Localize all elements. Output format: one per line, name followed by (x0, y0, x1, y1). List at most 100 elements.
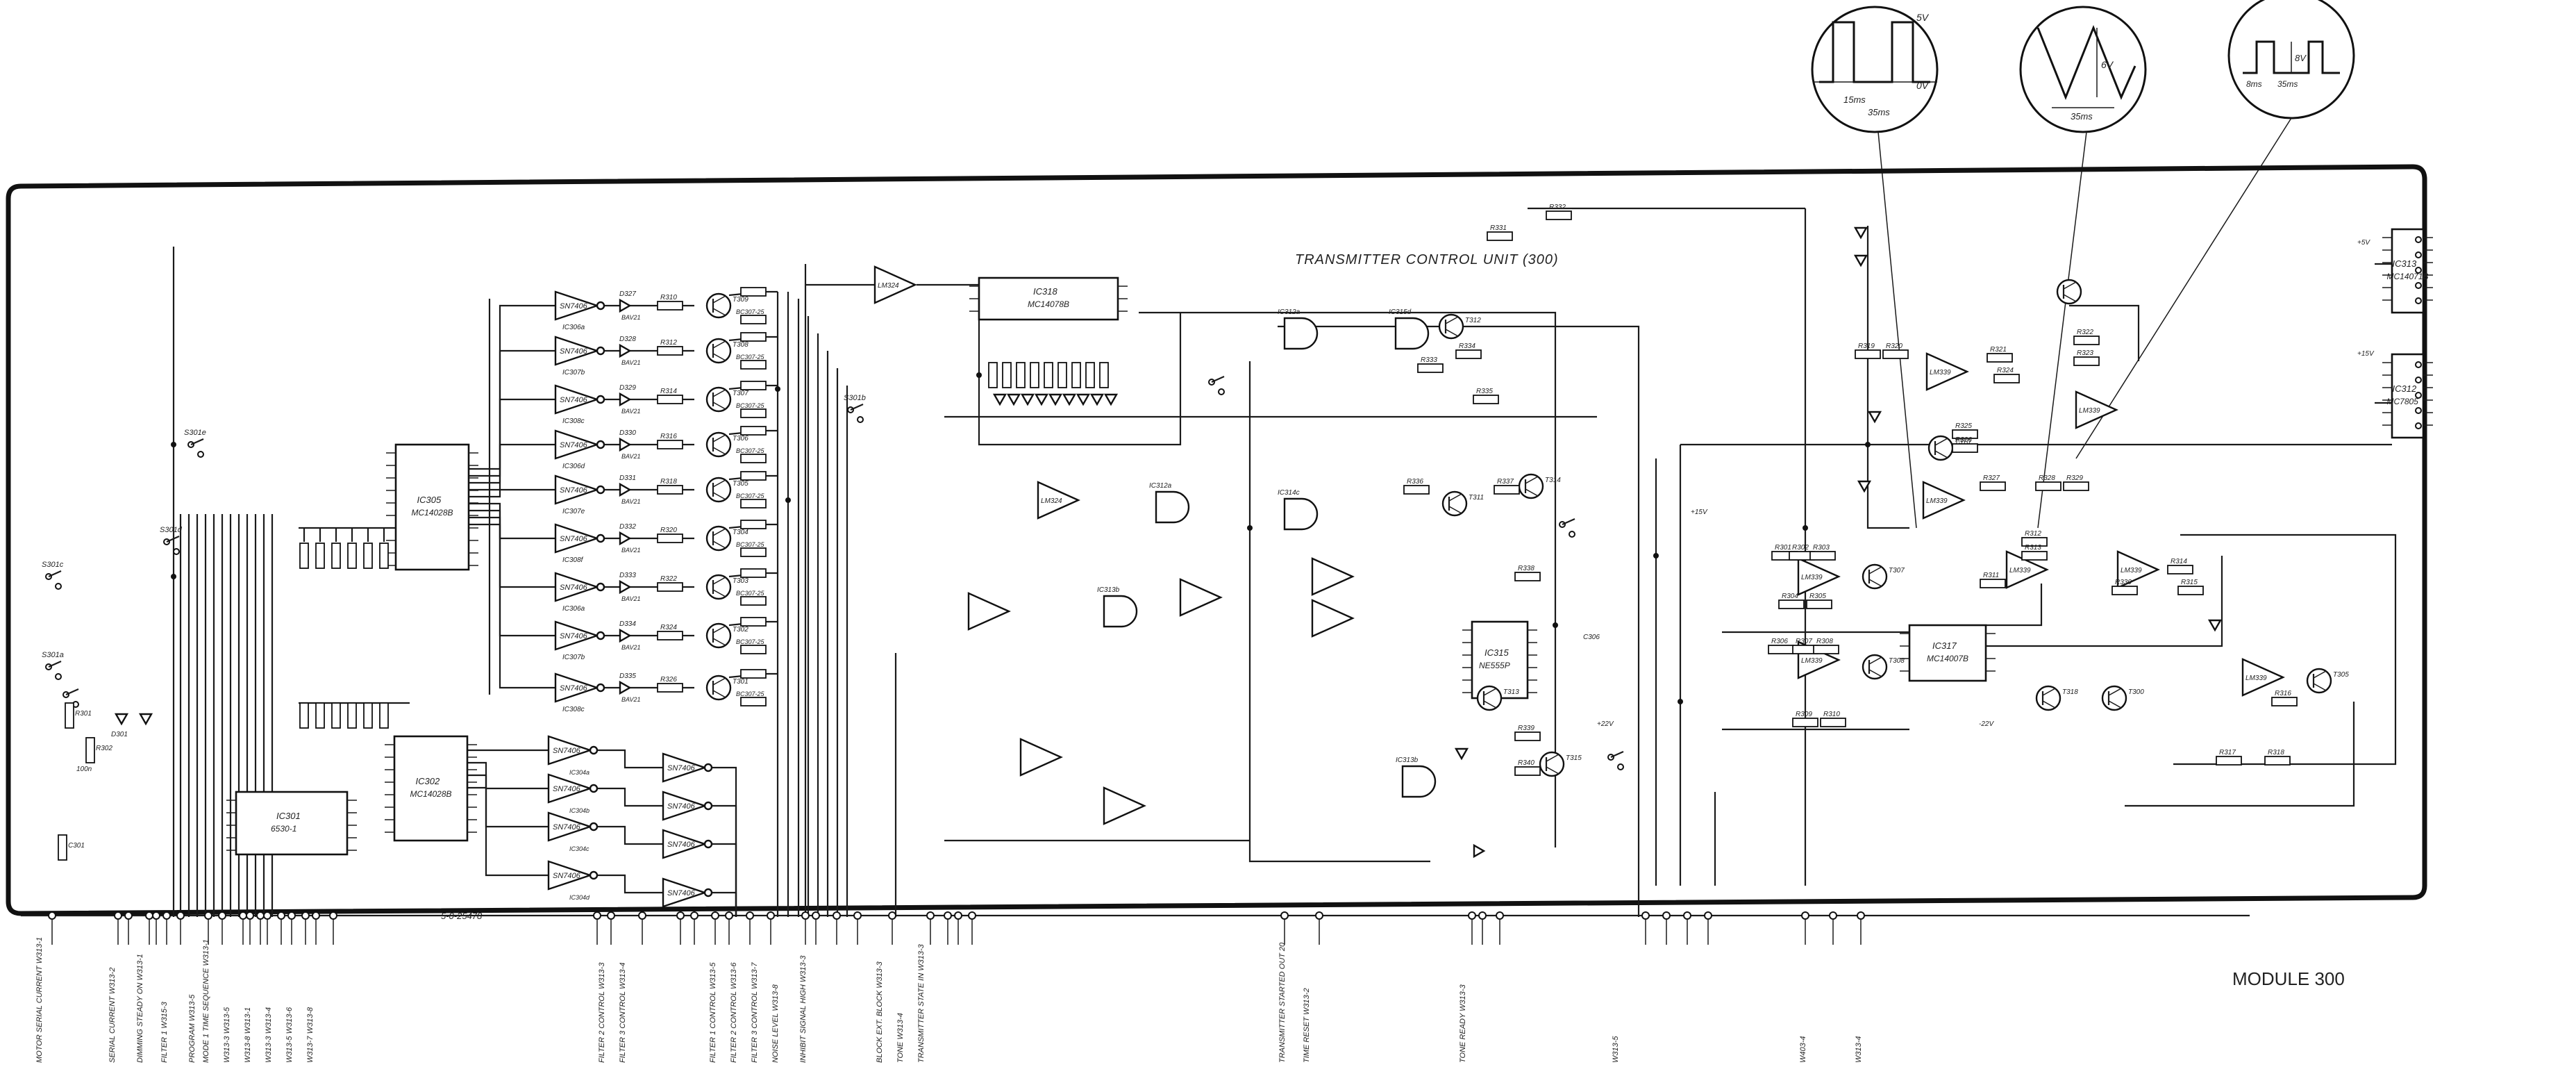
buffer-label: SN7406 (667, 802, 696, 811)
resistor (1417, 363, 1444, 373)
buffer-label: SN7406 (553, 823, 581, 832)
transistor-emitter (1445, 329, 1459, 337)
resistor-label: R334 (1459, 342, 1475, 350)
bus-pin (725, 911, 733, 920)
transistor-label: T309 (733, 296, 748, 304)
buffer-gate (547, 860, 593, 891)
buffer-gate (547, 773, 593, 804)
decoder-output (469, 398, 555, 484)
bus-pin (746, 911, 754, 920)
resistor (740, 617, 767, 627)
scope-square-wave: 5V 0V 15ms 35ms (1811, 6, 1939, 133)
wire (708, 804, 737, 917)
resistor (657, 485, 683, 495)
bus-pin (926, 911, 935, 920)
transistor-body (1441, 490, 1468, 517)
resistor-label: R320 (660, 527, 677, 534)
diode-part-label: BAV21 (621, 547, 641, 554)
bus-pin (1662, 911, 1671, 920)
transistor-emitter (1483, 700, 1497, 709)
bus-pin (767, 911, 775, 920)
resistor (1806, 599, 1832, 609)
wire (594, 787, 663, 807)
bus-pin (1280, 911, 1289, 920)
buffer-bubble (703, 801, 713, 811)
transistor-body (705, 574, 732, 600)
bottom-label: FILTER 1 CONTROL W313-5 (709, 962, 717, 1063)
resistor (657, 631, 683, 640)
scope-square-vlow: 0V (1916, 80, 1930, 91)
ic305-name: IC305 (417, 495, 442, 505)
switch-lever (1610, 750, 1624, 759)
transistor-collector (2042, 688, 2056, 696)
diode (619, 437, 632, 452)
resistor (331, 702, 341, 729)
bus-pin (263, 911, 271, 920)
diode (1857, 480, 1872, 493)
bus-pin (145, 911, 153, 920)
ic317-part: MC14007B (1927, 654, 1968, 663)
transistor-part: BC307-25 (736, 690, 765, 697)
decoder-output (469, 516, 555, 637)
scope-probe-line-3 (2075, 117, 2292, 459)
resistor (740, 315, 767, 324)
switch-contact (55, 673, 62, 680)
ic301-body (235, 791, 349, 856)
switch-label: S301c (42, 561, 64, 569)
resistor (2271, 697, 2298, 706)
bus-pin (676, 911, 685, 920)
resistor-label: R332 (1549, 204, 1566, 211)
resistor-label: R312 (660, 339, 677, 347)
resistor (2177, 586, 2204, 595)
switch-contact (1218, 388, 1225, 395)
junction-dot (1803, 525, 1808, 531)
right-connector-pin (2415, 251, 2422, 258)
buffer-bubble (596, 582, 605, 592)
switch-label: S301e (184, 429, 206, 437)
transistor-label: T300 (2128, 688, 2144, 696)
resistor (1099, 362, 1109, 388)
bottom-label: W313-5 W313-6 (285, 1007, 294, 1063)
bottom-label: DIMMING STEADY ON W313-1 (136, 954, 144, 1063)
bottom-label: NOISE LEVEL W313-8 (771, 984, 780, 1063)
right-connector-pin (2415, 392, 2422, 399)
transistor-emitter (2063, 294, 2077, 302)
logic-gate (1401, 765, 1437, 798)
transistor-collector (712, 479, 726, 488)
switch-contact (1569, 531, 1575, 538)
buffer-ic-label: IC307b (562, 654, 585, 661)
opamp (1797, 557, 1841, 596)
opamp (1179, 578, 1223, 617)
diode (1853, 226, 1868, 240)
resistor-label: R306 (1771, 638, 1788, 645)
transistor-body (705, 386, 732, 413)
transistor-label: T311 (1469, 494, 1484, 502)
transistor-collector (712, 677, 726, 686)
buffer-label: SN7406 (667, 764, 696, 772)
right-connector-pin (2415, 407, 2422, 414)
buffer-bubble (596, 631, 605, 640)
buffer-gate (554, 384, 600, 415)
ic318-name: IC318 (1033, 286, 1057, 297)
buffer-bubble (596, 683, 605, 693)
diode-label: D335 (619, 672, 636, 680)
transistor-body (705, 675, 732, 701)
bottom-label: FILTER 2 CONTROL W313-3 (598, 962, 606, 1063)
transistor-body (705, 477, 732, 503)
transistor-label: T307 (733, 390, 748, 397)
transistor-emitter (712, 492, 726, 500)
transistor-body (1927, 435, 1954, 461)
bus-pin (239, 911, 247, 920)
resistor (740, 408, 767, 418)
buffer-ic-label: IC304d (569, 894, 590, 901)
diode (1473, 843, 1486, 859)
resistor-label: R329 (2066, 474, 2083, 482)
resistor (740, 426, 767, 436)
wire (2173, 534, 2397, 766)
resistor (657, 346, 683, 356)
bus-pin (593, 911, 601, 920)
gate-label: IC313b (1396, 756, 1419, 764)
diode (619, 531, 632, 546)
opamp-label: LM339 (2121, 567, 2142, 574)
buffer-label: SN7406 (560, 302, 588, 311)
